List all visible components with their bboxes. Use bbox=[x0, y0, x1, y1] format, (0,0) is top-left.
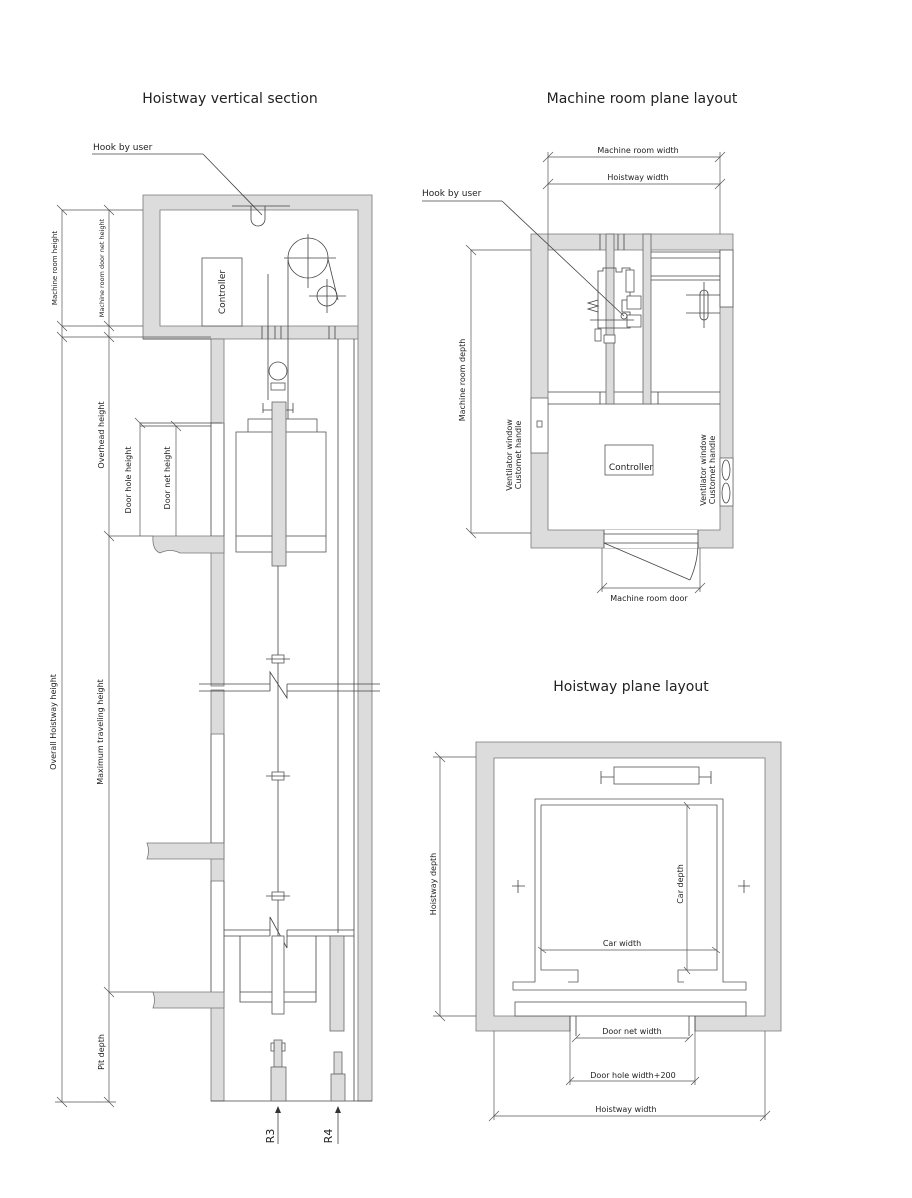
dim-overhead-height: Overhead height bbox=[97, 401, 106, 468]
hoistway-left-wall-mid bbox=[210, 535, 225, 687]
dim-maximum-traveling-height: Maximum traveling height bbox=[96, 679, 105, 785]
machine-room-title: Machine room plane layout bbox=[547, 91, 738, 107]
mr-hook-label: Hook by user bbox=[422, 189, 482, 199]
dim-machine-room-depth: Machine room depth bbox=[458, 339, 467, 422]
dim-door-net-height: Door net height bbox=[163, 447, 172, 510]
hoistway-left-wall-mid2 bbox=[210, 689, 225, 735]
dim-mr-hoistway-width: Hoistway width bbox=[607, 173, 668, 182]
hoistway-vertical-section: Hoistway vertical section Hook by bbox=[49, 91, 380, 1144]
dim-door-hole-height: Door hole height bbox=[124, 447, 133, 514]
hook-label: Hook by user bbox=[93, 143, 153, 153]
floor-slab-lower bbox=[152, 991, 225, 1009]
car-buffer-top bbox=[273, 1039, 283, 1068]
controller-box bbox=[201, 257, 243, 327]
controller-label: Controller bbox=[218, 270, 228, 315]
hoistway-plane-title: Hoistway plane layout bbox=[553, 679, 709, 695]
dim-hoistway-width: Hoistway width bbox=[595, 1105, 656, 1114]
floor-slab-mid bbox=[146, 842, 225, 860]
floor-slab-top bbox=[152, 535, 225, 554]
dim-overall-hoistway-height: Overall Hoistway height bbox=[49, 674, 58, 770]
dim-car-width: Car width bbox=[603, 939, 641, 948]
vertical-section-title: Hoistway vertical section bbox=[142, 91, 318, 107]
machine-room-plane-layout: Machine room plane layout bbox=[422, 91, 738, 603]
car-guide-rail-top bbox=[271, 401, 287, 567]
machine-room-wall bbox=[142, 194, 373, 1102]
hoistway-left-wall-top bbox=[210, 338, 225, 424]
mr-controller-label: Controller bbox=[609, 463, 654, 473]
mr-right-window-line2: Customet handle bbox=[708, 436, 717, 505]
hoistway-plane-layout: Hoistway plane layout Car width Car dept… bbox=[429, 679, 782, 1122]
reaction-r4: R4 bbox=[322, 1129, 335, 1144]
dim-hoistway-depth: Hoistway depth bbox=[429, 853, 438, 915]
hoistway-left-wall-pit bbox=[210, 992, 225, 1102]
mr-right-window-line1: Ventilator window bbox=[699, 434, 708, 506]
dim-pit-depth: Pit depth bbox=[97, 1034, 106, 1070]
dim-machine-room-door: Machine room door bbox=[610, 594, 688, 603]
mr-left-window-line2: Customet handle bbox=[514, 421, 523, 490]
mr-left-window-line1: Ventilator window bbox=[505, 419, 514, 491]
cw-buffer bbox=[330, 1073, 346, 1102]
counterweight bbox=[329, 935, 345, 1032]
landing-sill bbox=[514, 1001, 747, 1017]
dim-machine-room-width: Machine room width bbox=[597, 146, 678, 155]
dim-car-depth: Car depth bbox=[676, 864, 685, 904]
car-sheave bbox=[268, 361, 288, 381]
plane-counterweight bbox=[613, 766, 700, 785]
dim-machine-room-height: Machine room height bbox=[51, 231, 59, 305]
reaction-r3: R3 bbox=[264, 1129, 277, 1144]
dim-door-hole-width: Door hole width+200 bbox=[590, 1071, 675, 1080]
dim-door-net-width: Door net width bbox=[602, 1027, 662, 1036]
mr-controller-box bbox=[604, 444, 654, 476]
car-buffer bbox=[270, 1066, 287, 1102]
cw-buffer-top bbox=[333, 1051, 343, 1075]
dim-machine-room-door-net-height: Machine room door net height bbox=[98, 218, 106, 317]
